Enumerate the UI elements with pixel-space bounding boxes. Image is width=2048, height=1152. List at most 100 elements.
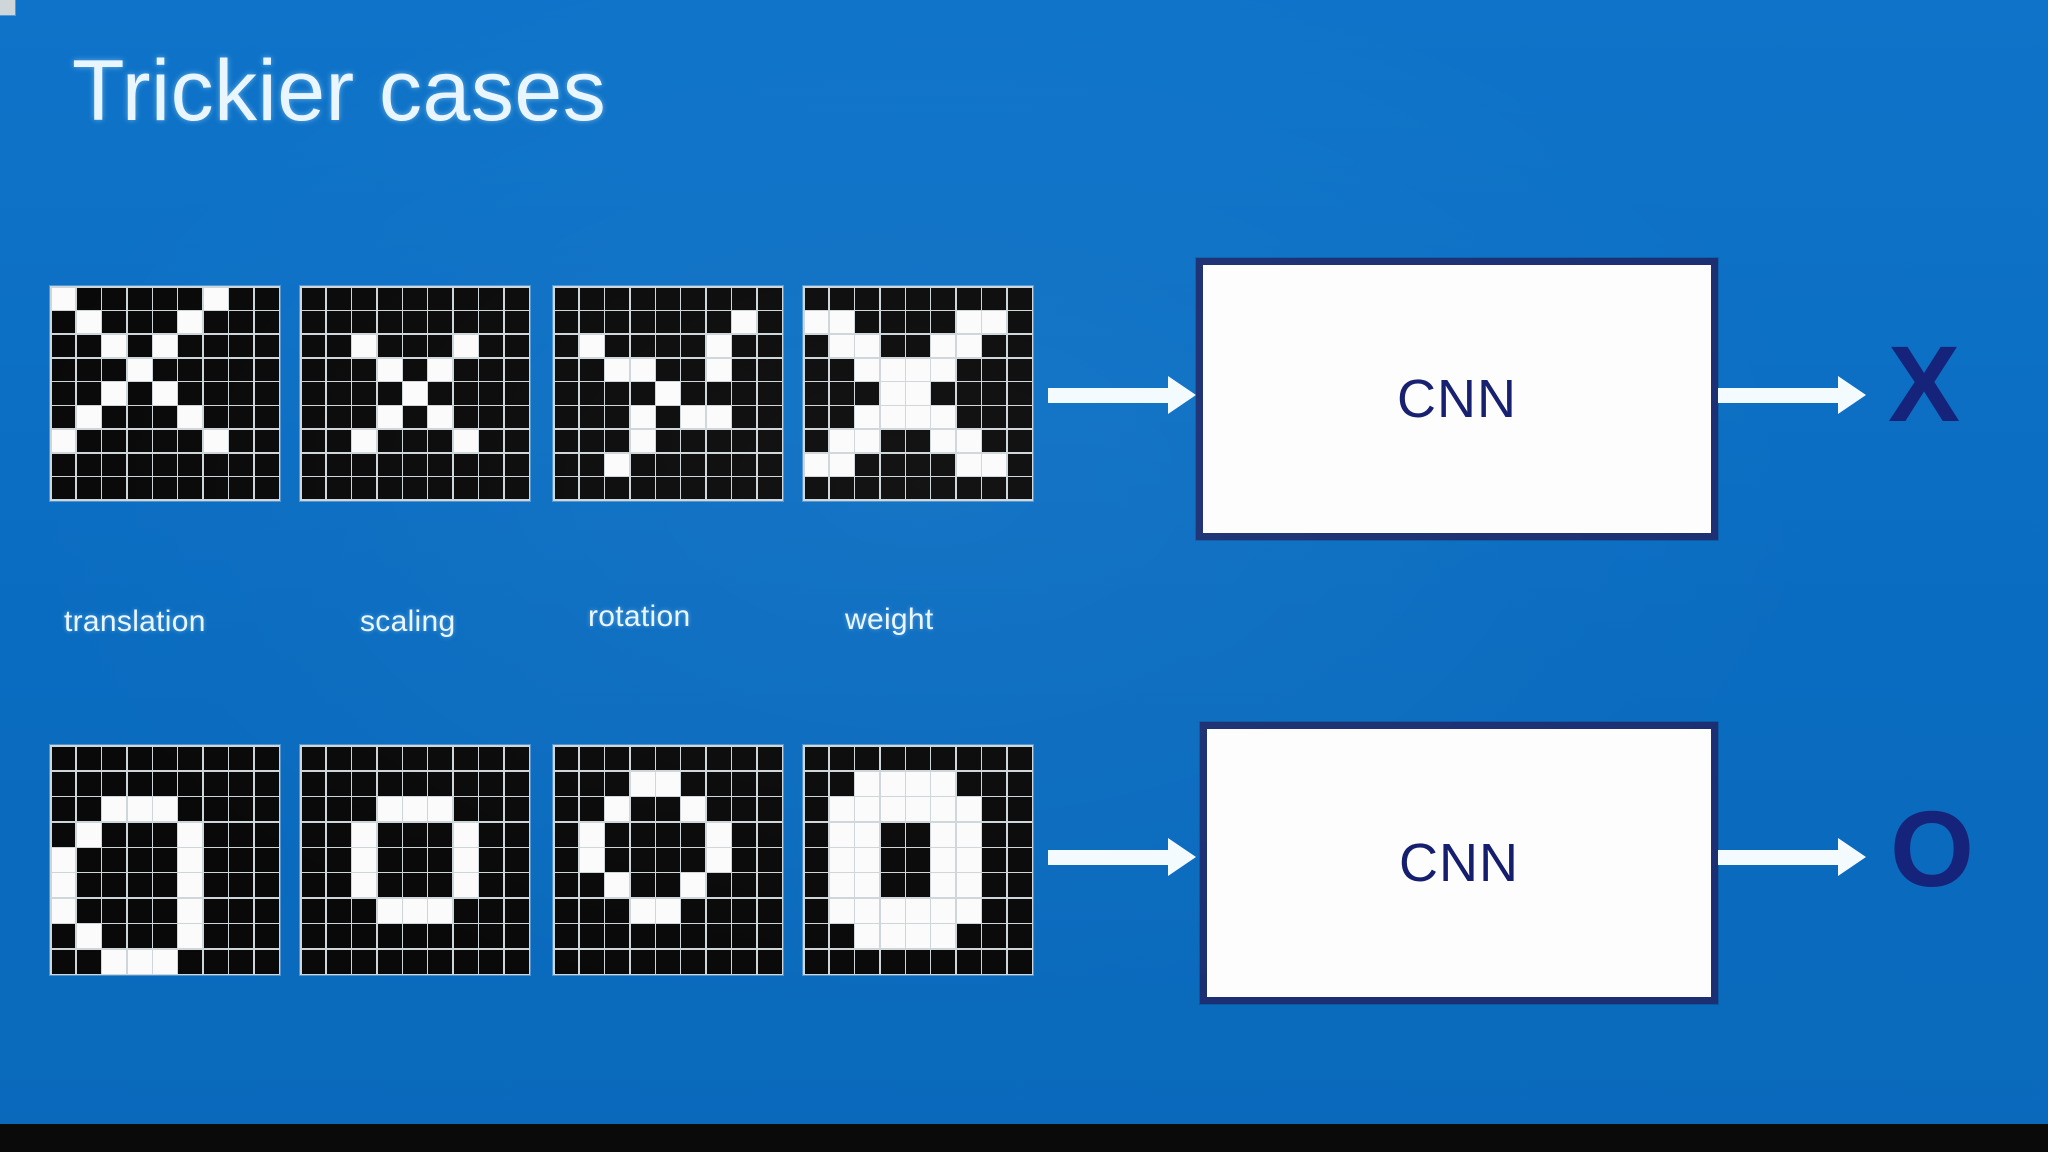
grid-cell [76, 898, 101, 923]
grid-cell [301, 924, 326, 949]
grid-cell [453, 797, 478, 822]
grid-cell [956, 822, 981, 847]
grid-cell [855, 429, 880, 453]
grid-cell [504, 898, 529, 923]
grid-cell [906, 797, 930, 822]
grid-cell [403, 924, 427, 949]
grid-cell [706, 311, 731, 334]
grid-cell [178, 287, 203, 310]
grid-cell [554, 797, 579, 822]
grid-cell [178, 797, 203, 822]
grid-cell [855, 797, 880, 822]
grid-cell [1007, 382, 1032, 405]
grid-cell [605, 822, 630, 847]
grid-cell [229, 477, 254, 500]
grid-cell [829, 873, 854, 898]
grid-cell [403, 311, 427, 334]
grid-cell [681, 406, 706, 429]
grid-cell [479, 477, 504, 500]
grid-cell [630, 287, 655, 310]
grid-cell [479, 873, 504, 898]
grid-cell [706, 746, 731, 771]
grid-cell [403, 287, 427, 310]
grid-cell [254, 924, 279, 949]
grid-cell [178, 453, 203, 476]
grid-cell [880, 949, 905, 974]
grid-cell [504, 406, 529, 429]
arrow-head [1838, 838, 1866, 876]
grid-cell [656, 358, 680, 381]
cnn-box-x[interactable]: CNN [1196, 258, 1718, 540]
grid-cell [630, 477, 655, 500]
grid-cell [377, 287, 402, 310]
grid-cell [301, 949, 326, 974]
o-translation-grid [50, 745, 280, 975]
grid-cell [829, 429, 854, 453]
grid-cell [855, 477, 880, 500]
grid-cell [51, 797, 76, 822]
grid-cell [504, 311, 529, 334]
grid-cell [76, 334, 101, 358]
grid-cell [51, 358, 76, 381]
grid-cell [254, 453, 279, 476]
grid-cell [732, 949, 757, 974]
grid-cell [428, 477, 453, 500]
grid-cell [102, 382, 127, 405]
grid-cell [656, 771, 680, 796]
grid-cell [829, 358, 854, 381]
o-output-arrow [1718, 838, 1866, 876]
grid-cell [1007, 334, 1032, 358]
grid-cell [1007, 406, 1032, 429]
grid-cell [757, 429, 782, 453]
grid-cell [301, 873, 326, 898]
grid-cell [352, 797, 377, 822]
grid-cell [352, 949, 377, 974]
grid-cell [203, 873, 228, 898]
grid-cell [127, 771, 152, 796]
grid-cell [880, 477, 905, 500]
grid-cell [630, 429, 655, 453]
grid-cell [453, 382, 478, 405]
grid-cell [479, 429, 504, 453]
grid-cell [931, 453, 956, 476]
grid-cell [428, 311, 453, 334]
grid-cell [956, 797, 981, 822]
grid-cell [352, 311, 377, 334]
grid-cell [51, 429, 76, 453]
cnn-box-o[interactable]: CNN [1200, 722, 1718, 1004]
grid-cell [757, 797, 782, 822]
grid-cell [804, 873, 829, 898]
grid-cell [51, 477, 76, 500]
grid-cell [880, 406, 905, 429]
grid-cell [732, 797, 757, 822]
grid-cell [906, 924, 930, 949]
grid-cell [403, 358, 427, 381]
grid-cell [51, 311, 76, 334]
grid-cell [630, 822, 655, 847]
grid-cell [453, 746, 478, 771]
grid-cell [153, 382, 177, 405]
grid-cell [453, 287, 478, 310]
grid-cell [428, 746, 453, 771]
grid-cell [656, 453, 680, 476]
grid-cell [453, 334, 478, 358]
grid-cell [229, 382, 254, 405]
grid-cell [579, 949, 604, 974]
grid-cell [153, 797, 177, 822]
grid-cell [453, 429, 478, 453]
grid-cell [428, 822, 453, 847]
grid-cell [377, 382, 402, 405]
grid-cell [656, 797, 680, 822]
grid-cell [804, 771, 829, 796]
grid-cell [829, 848, 854, 872]
grid-cell [579, 311, 604, 334]
grid-cell [880, 287, 905, 310]
grid-cell [706, 406, 731, 429]
grid-cell [76, 797, 101, 822]
label-weight: weight [845, 603, 934, 636]
grid-cell [855, 771, 880, 796]
grid-cell [880, 822, 905, 847]
grid-cell [178, 358, 203, 381]
grid-cell [326, 924, 351, 949]
grid-cell [1007, 898, 1032, 923]
